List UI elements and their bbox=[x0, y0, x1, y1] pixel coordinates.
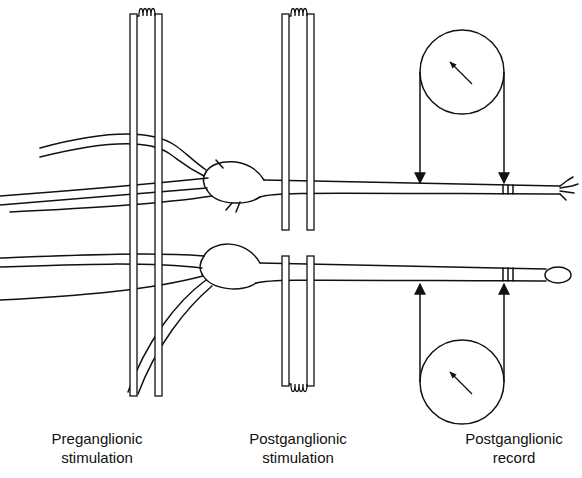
lower-neuron bbox=[200, 244, 571, 289]
stimulating-electrodes bbox=[130, 14, 314, 396]
caption-label: Postganglionic record bbox=[449, 430, 579, 468]
caption-label: Preganglionic stimulation bbox=[32, 430, 162, 468]
upper-neuron bbox=[203, 160, 578, 212]
upper-preganglionic-fibres bbox=[0, 134, 212, 212]
electrode-coils bbox=[137, 9, 307, 392]
galvanometers bbox=[420, 30, 504, 424]
caption-label: Postganglionic stimulation bbox=[233, 430, 363, 468]
lower-preganglionic-fibres bbox=[0, 254, 212, 394]
